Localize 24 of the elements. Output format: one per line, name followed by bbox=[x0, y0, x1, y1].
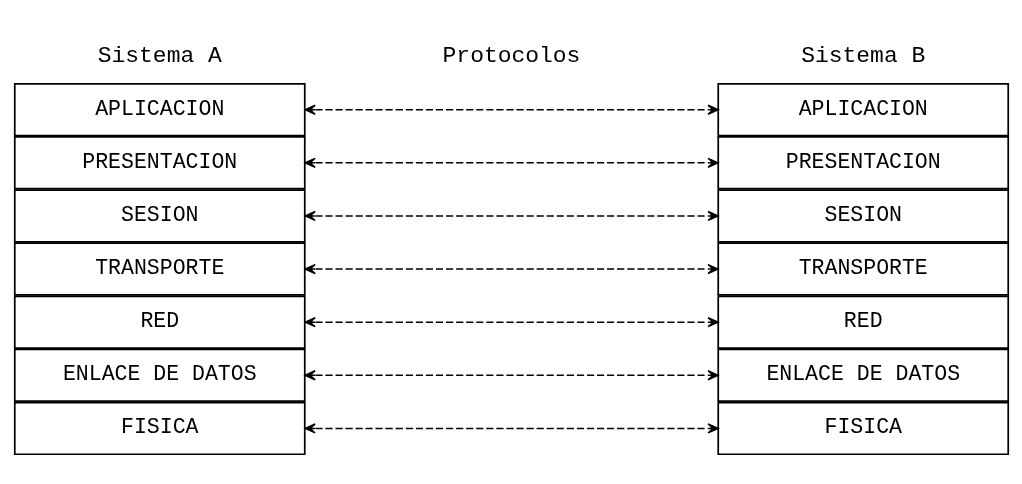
node-box: PRESENTACION bbox=[13, 135, 306, 189]
node-box: FISICA bbox=[716, 401, 1009, 455]
arrow bbox=[303, 103, 719, 115]
node-box: FISICA bbox=[13, 401, 306, 455]
node-box: SESION bbox=[13, 188, 306, 243]
node-box: PRESENTACION bbox=[716, 135, 1009, 189]
node-box: ENLACE DE DATOS bbox=[13, 348, 306, 402]
label: Protocolos bbox=[442, 42, 580, 69]
node-box: RED bbox=[716, 294, 1009, 349]
node-box: ENLACE DE DATOS bbox=[716, 348, 1009, 402]
node-box: TRANSPORTE bbox=[716, 241, 1009, 296]
arrow bbox=[303, 316, 719, 327]
arrow bbox=[303, 422, 719, 434]
label: Sistema B bbox=[800, 42, 925, 69]
arrow bbox=[303, 263, 719, 274]
node-box: APLICACION bbox=[13, 82, 306, 136]
arrow bbox=[303, 157, 719, 168]
label: Sistema A bbox=[97, 42, 222, 69]
node-box: SESION bbox=[716, 188, 1009, 243]
node-box: RED bbox=[13, 294, 306, 349]
node-box: TRANSPORTE bbox=[13, 241, 306, 296]
arrow bbox=[303, 369, 719, 381]
arrow bbox=[303, 210, 719, 221]
node-box: APLICACION bbox=[716, 82, 1009, 136]
